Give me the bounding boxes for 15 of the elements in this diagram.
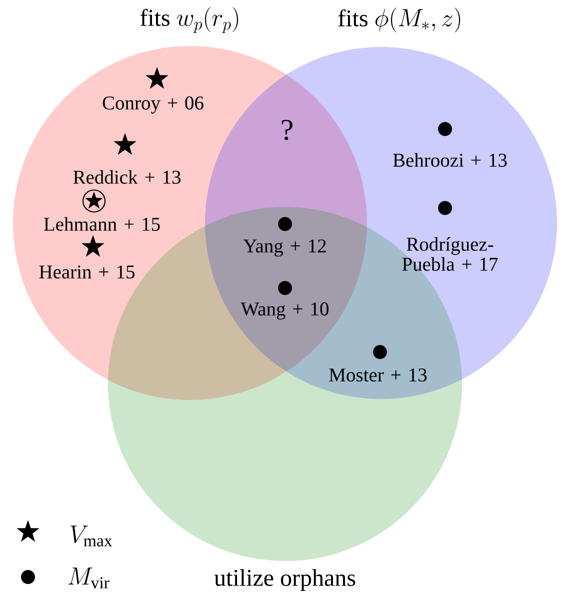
legend-label: $V_{\max}$ — [70, 526, 112, 546]
reference-label: Yang + 12 — [243, 239, 326, 257]
circle-heading: $\text{fits } \phi(M_*, z)$ — [338, 8, 460, 32]
reference-label: Moster + 13 — [329, 368, 427, 382]
reference-label: Wang + 10 — [240, 302, 328, 320]
reference-label: Reddick + 13 — [73, 170, 180, 184]
reference-label: Rodríguez-Puebla + 17 — [402, 237, 498, 271]
reference-label: Lehmann + 15 — [44, 217, 160, 231]
reference-label: Conroy + 06 — [102, 96, 204, 114]
question-mark: ? — [282, 120, 292, 140]
legend-label: $M_{\rm vir}$ — [68, 568, 110, 588]
reference-label: Hearin + 15 — [39, 265, 134, 279]
reference-label: Behroozi + 13 — [393, 153, 507, 167]
circle-heading: utilize orphans — [214, 569, 356, 591]
circle-heading: $\text{fits } w_p(r_p)$ — [140, 7, 238, 33]
